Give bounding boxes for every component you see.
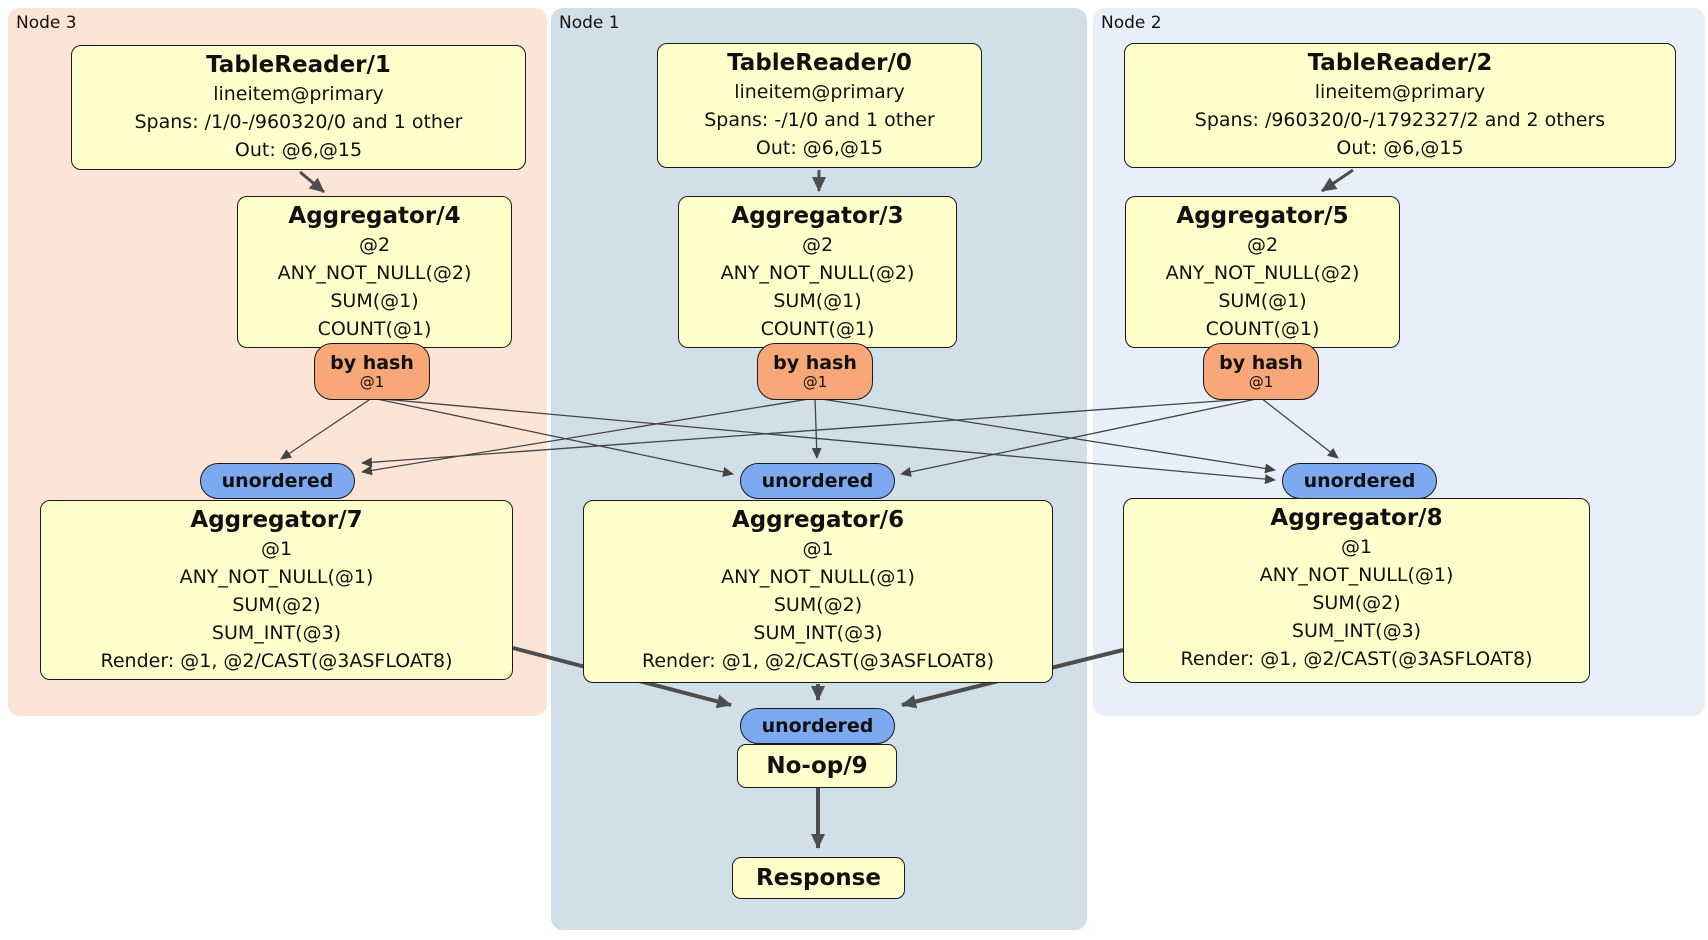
edge-router4-to-sync6 (371, 397, 734, 477)
node-detail: lineitem@primary (1314, 81, 1486, 103)
node-detail: SUM(@1) (330, 290, 419, 312)
node-title: TableReader/2 (1307, 50, 1493, 76)
router-by-hash-4: by hash @1 (314, 343, 430, 400)
node-detail: lineitem@primary (734, 81, 905, 103)
node-title: No-op/9 (766, 753, 868, 779)
node-detail: Render: @1, @2/CAST(@3ASFLOAT8) (642, 650, 994, 672)
node-title: TableReader/1 (206, 52, 391, 78)
node-detail: Spans: -/1/0 and 1 other (704, 109, 935, 131)
router-key: @1 (359, 373, 385, 391)
node-detail: Render: @1, @2/CAST(@3ASFLOAT8) (1180, 648, 1533, 670)
router-label: by hash (1219, 352, 1303, 374)
node-title: Aggregator/8 (1270, 505, 1443, 531)
edge-router3-to-sync6 (811, 397, 822, 459)
router-label: by hash (773, 352, 857, 374)
region-node-3-label: Node 3 (16, 13, 77, 33)
node-title: Aggregator/5 (1176, 203, 1349, 229)
node-detail: SUM(@2) (773, 594, 863, 616)
node-aggregator-8: Aggregator/8 @1 ANY_NOT_NULL(@1) SUM(@2)… (1123, 498, 1590, 683)
node-detail: SUM_INT(@3) (211, 622, 342, 644)
node-detail: SUM(@1) (1218, 290, 1307, 312)
node-detail: @2 (801, 234, 834, 256)
sync-label: unordered (761, 470, 874, 492)
edge-router5-to-sync8 (1260, 397, 1339, 459)
node-title: Aggregator/7 (190, 507, 363, 533)
node-title: Aggregator/4 (288, 203, 461, 229)
node-detail: SUM(@1) (773, 290, 862, 312)
node-detail: lineitem@primary (213, 83, 384, 105)
node-detail: SUM_INT(@3) (753, 622, 883, 644)
node-detail: Out: @6,@15 (755, 137, 884, 159)
router-key: @1 (1248, 373, 1274, 391)
node-aggregator-4: Aggregator/4 @2 ANY_NOT_NULL(@2) SUM(@1)… (237, 196, 512, 348)
node-detail: @2 (1246, 234, 1279, 256)
node-detail: @1 (802, 538, 834, 560)
edge-router5-to-sync6 (900, 397, 1262, 477)
node-aggregator-5: Aggregator/5 @2 ANY_NOT_NULL(@2) SUM(@1)… (1125, 196, 1400, 348)
node-detail: ANY_NOT_NULL(@2) (720, 262, 915, 284)
node-detail: ANY_NOT_NULL(@2) (277, 262, 472, 284)
region-node-1-label: Node 1 (559, 13, 620, 33)
node-title: Response (756, 865, 881, 891)
router-key: @1 (802, 373, 828, 391)
node-aggregator-7: Aggregator/7 @1 ANY_NOT_NULL(@1) SUM(@2)… (40, 500, 513, 680)
edge-router3-to-sync8 (814, 397, 1276, 474)
node-detail: Spans: /1/0-/960320/0 and 1 other (134, 111, 463, 133)
sync-label: unordered (761, 715, 874, 737)
router-by-hash-3: by hash @1 (757, 343, 873, 400)
sync-unordered-6: unordered (740, 463, 895, 499)
node-detail: COUNT(@1) (1205, 318, 1320, 340)
node-detail: @2 (358, 234, 391, 256)
edge-tablereader2-to-aggregator5 (1321, 168, 1354, 193)
node-detail: COUNT(@1) (760, 318, 875, 340)
node-aggregator-6: Aggregator/6 @1 ANY_NOT_NULL(@1) SUM(@2)… (583, 500, 1053, 683)
node-aggregator-3: Aggregator/3 @2 ANY_NOT_NULL(@2) SUM(@1)… (678, 196, 957, 348)
edge-router4-to-sync8 (371, 397, 1276, 485)
node-detail: @1 (1340, 536, 1373, 558)
sync-unordered-7: unordered (200, 463, 355, 499)
router-label: by hash (330, 352, 414, 374)
node-tablereader-1: TableReader/1 lineitem@primary Spans: /1… (71, 45, 526, 170)
node-detail: ANY_NOT_NULL(@1) (1259, 564, 1454, 586)
region-node-2-label: Node 2 (1101, 13, 1162, 33)
edge-router5-to-sync7 (361, 397, 1262, 468)
node-title: Aggregator/6 (731, 507, 905, 533)
edge-router4-to-sync7 (280, 397, 373, 460)
node-detail: Spans: /960320/0-/1792327/2 and 2 others (1194, 109, 1606, 131)
node-detail: Render: @1, @2/CAST(@3ASFLOAT8) (100, 650, 453, 672)
sync-label: unordered (221, 470, 334, 492)
node-detail: ANY_NOT_NULL(@1) (179, 566, 374, 588)
sync-unordered-8: unordered (1282, 463, 1437, 499)
node-detail: SUM(@2) (232, 594, 321, 616)
node-detail: SUM(@2) (1312, 592, 1401, 614)
edge-router3-to-sync7 (361, 397, 816, 476)
node-detail: ANY_NOT_NULL(@2) (1165, 262, 1360, 284)
edge-tablereader1-to-aggregator4 (299, 170, 325, 194)
router-by-hash-5: by hash @1 (1203, 343, 1319, 400)
node-title: Aggregator/3 (731, 203, 904, 229)
node-detail: ANY_NOT_NULL(@1) (721, 566, 915, 588)
node-noop-9: No-op/9 (737, 744, 897, 788)
node-detail: Out: @6,@15 (1336, 137, 1464, 159)
node-tablereader-0: TableReader/0 lineitem@primary Spans: -/… (657, 43, 982, 168)
sync-unordered-9: unordered (740, 708, 895, 744)
node-response: Response (732, 857, 905, 899)
sync-label: unordered (1303, 470, 1416, 492)
node-detail: SUM_INT(@3) (1291, 620, 1422, 642)
node-title: TableReader/0 (727, 50, 912, 76)
node-detail: Out: @6,@15 (234, 139, 363, 161)
node-tablereader-2: TableReader/2 lineitem@primary Spans: /9… (1124, 43, 1676, 168)
node-detail: COUNT(@1) (317, 318, 432, 340)
node-detail: @1 (260, 538, 293, 560)
